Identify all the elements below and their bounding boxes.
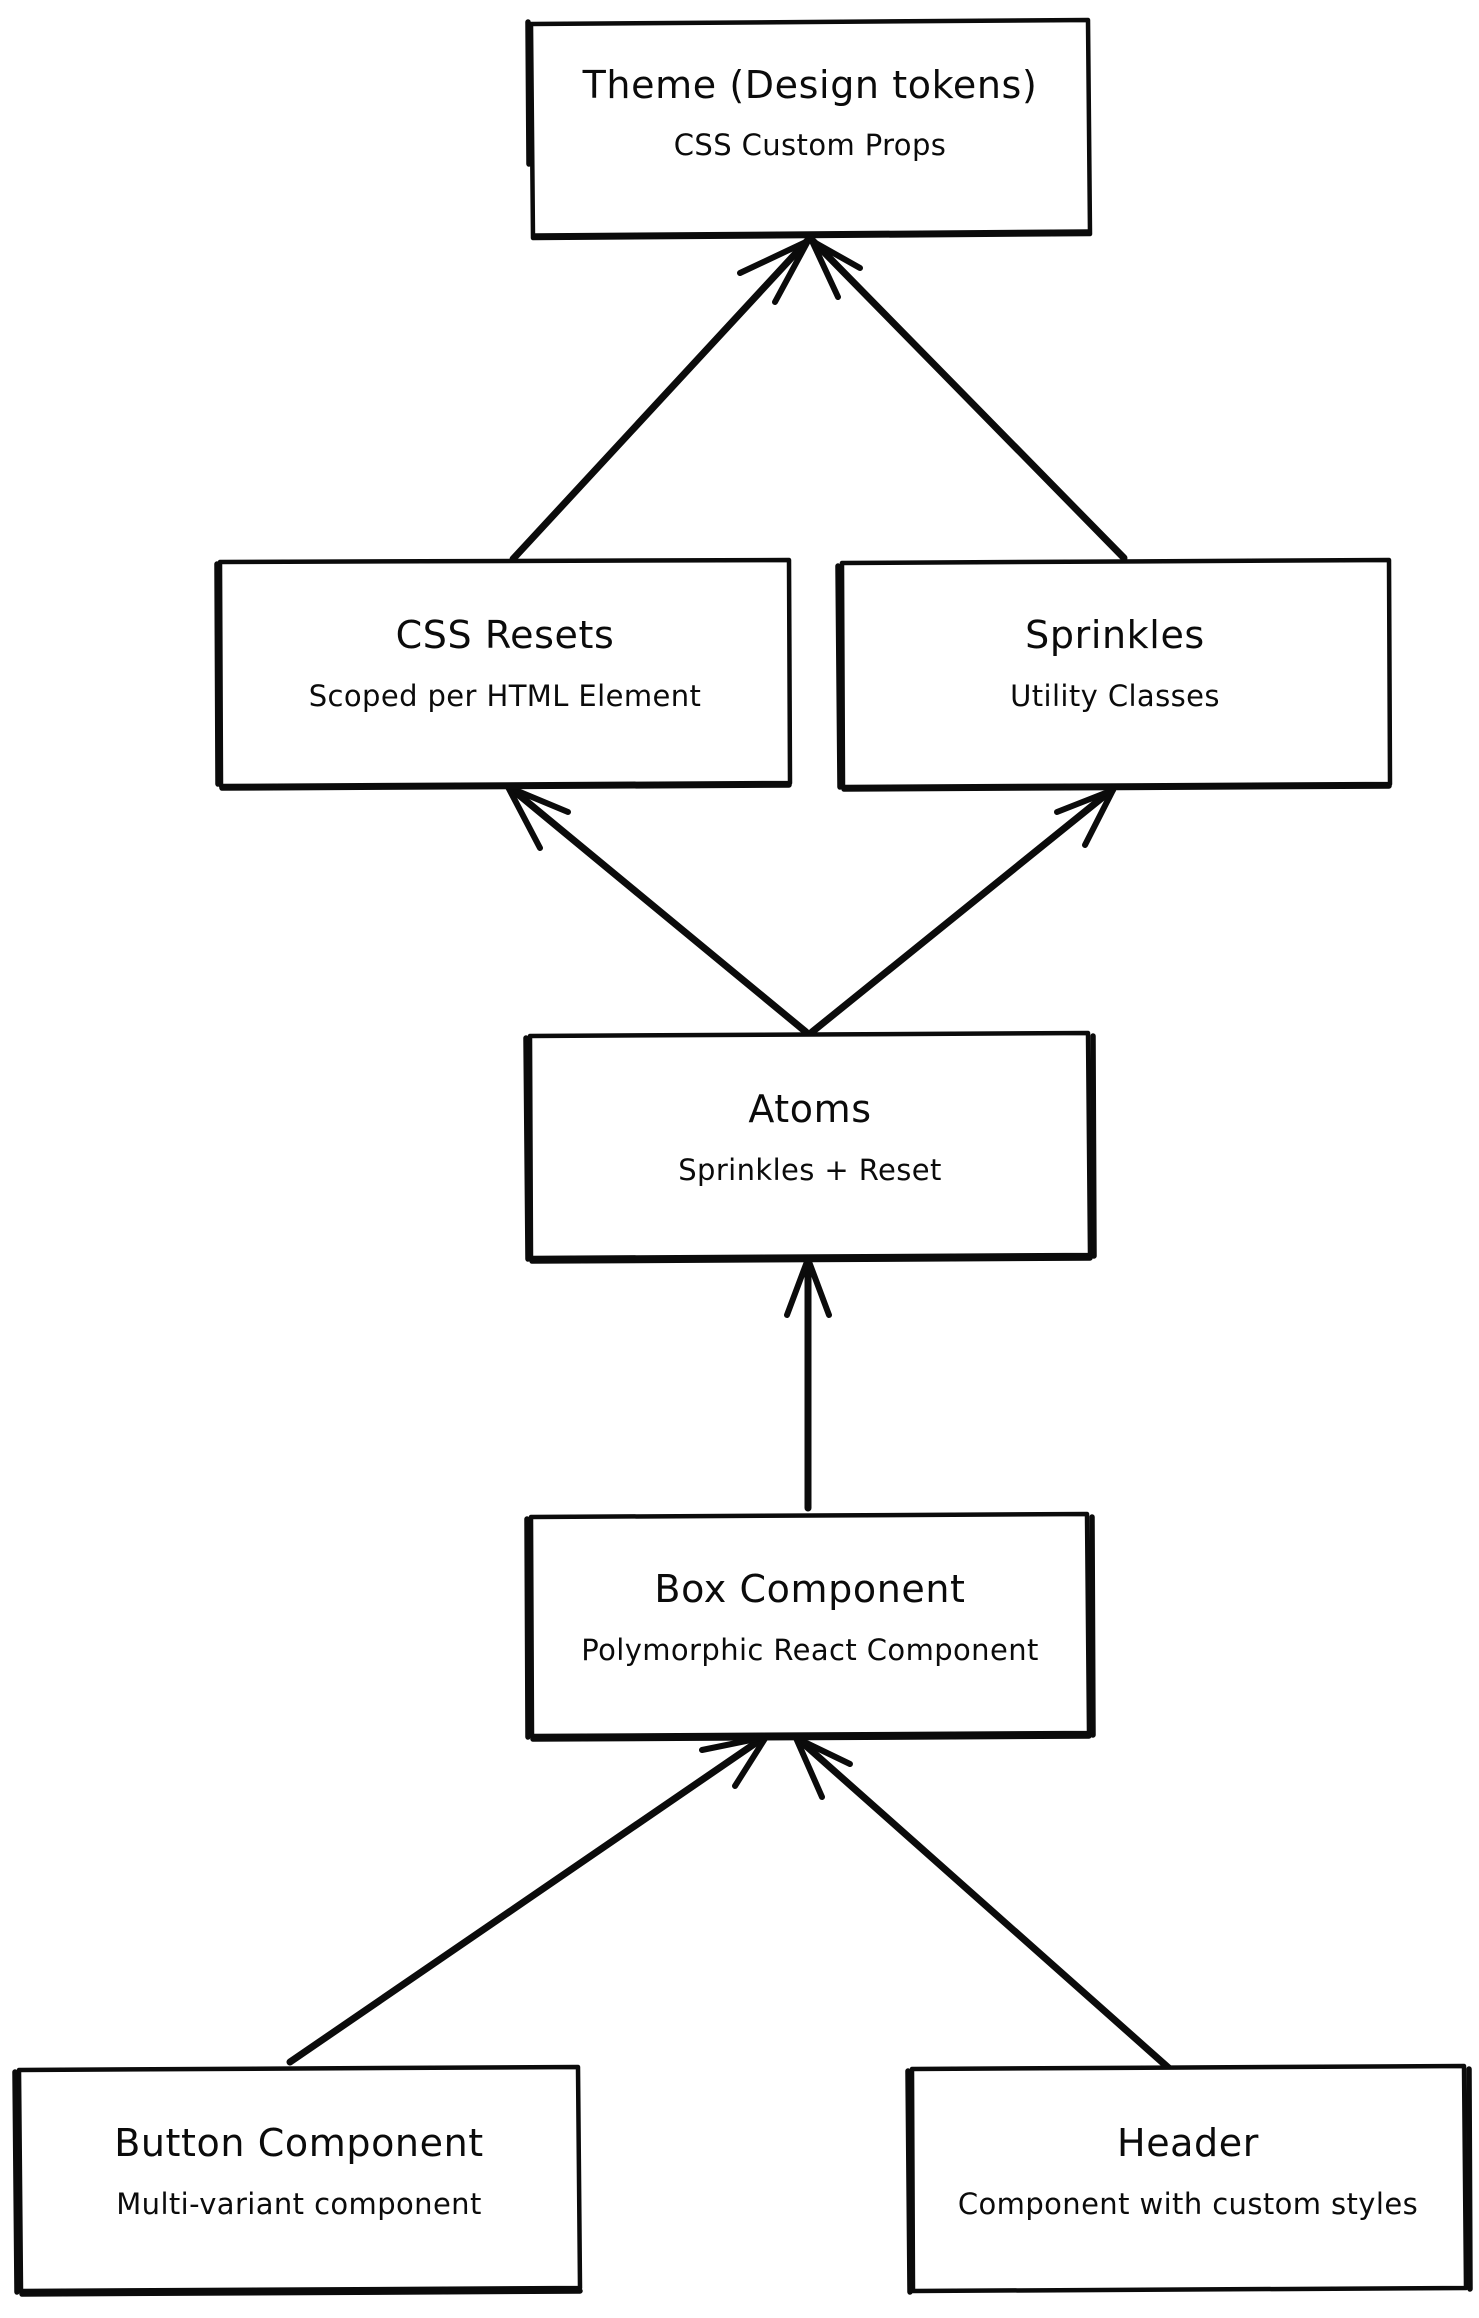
node-header[interactable]: Header Component with custom styles <box>905 2063 1473 2295</box>
node-sprinkles[interactable]: Sprinkles Utility Classes <box>835 557 1393 792</box>
node-box-component-title: Box Component <box>654 1567 965 1611</box>
edge-button-to-box <box>286 1732 770 2066</box>
edge-sprinkles-to-theme <box>808 236 1128 562</box>
node-header-title: Header <box>1117 2121 1259 2165</box>
node-css-resets-title: CSS Resets <box>396 613 615 657</box>
node-box-component-subtitle: Polymorphic React Component <box>581 1633 1039 1667</box>
node-sprinkles-subtitle: Utility Classes <box>1010 679 1220 713</box>
node-sprinkles-title: Sprinkles <box>1025 613 1205 657</box>
node-button-component-subtitle: Multi-variant component <box>116 2187 481 2221</box>
node-css-resets[interactable]: CSS Resets Scoped per HTML Element <box>214 557 793 791</box>
node-atoms-title: Atoms <box>748 1087 871 1131</box>
node-theme[interactable]: Theme (Design tokens) CSS Custom Props <box>525 17 1093 241</box>
node-theme-subtitle: CSS Custom Props <box>674 128 947 162</box>
node-atoms-subtitle: Sprinkles + Reset <box>678 1153 942 1187</box>
node-button-component[interactable]: Button Component Multi-variant component <box>12 2064 583 2297</box>
edge-box-to-atoms <box>784 1255 832 1512</box>
node-button-component-title: Button Component <box>114 2121 484 2165</box>
node-box-component[interactable]: Box Component Polymorphic React Componen… <box>524 1511 1096 1742</box>
node-theme-title: Theme (Design tokens) <box>582 63 1038 107</box>
edge-css-resets-to-theme <box>509 236 812 563</box>
edge-atoms-to-sprinkles <box>808 785 1117 1036</box>
node-css-resets-subtitle: Scoped per HTML Element <box>309 679 702 713</box>
edge-atoms-to-css-resets <box>504 782 810 1036</box>
node-atoms[interactable]: Atoms Sprinkles + Reset <box>523 1030 1097 1264</box>
edge-header-to-box <box>792 1733 1184 2082</box>
node-header-subtitle: Component with custom styles <box>958 2187 1418 2221</box>
